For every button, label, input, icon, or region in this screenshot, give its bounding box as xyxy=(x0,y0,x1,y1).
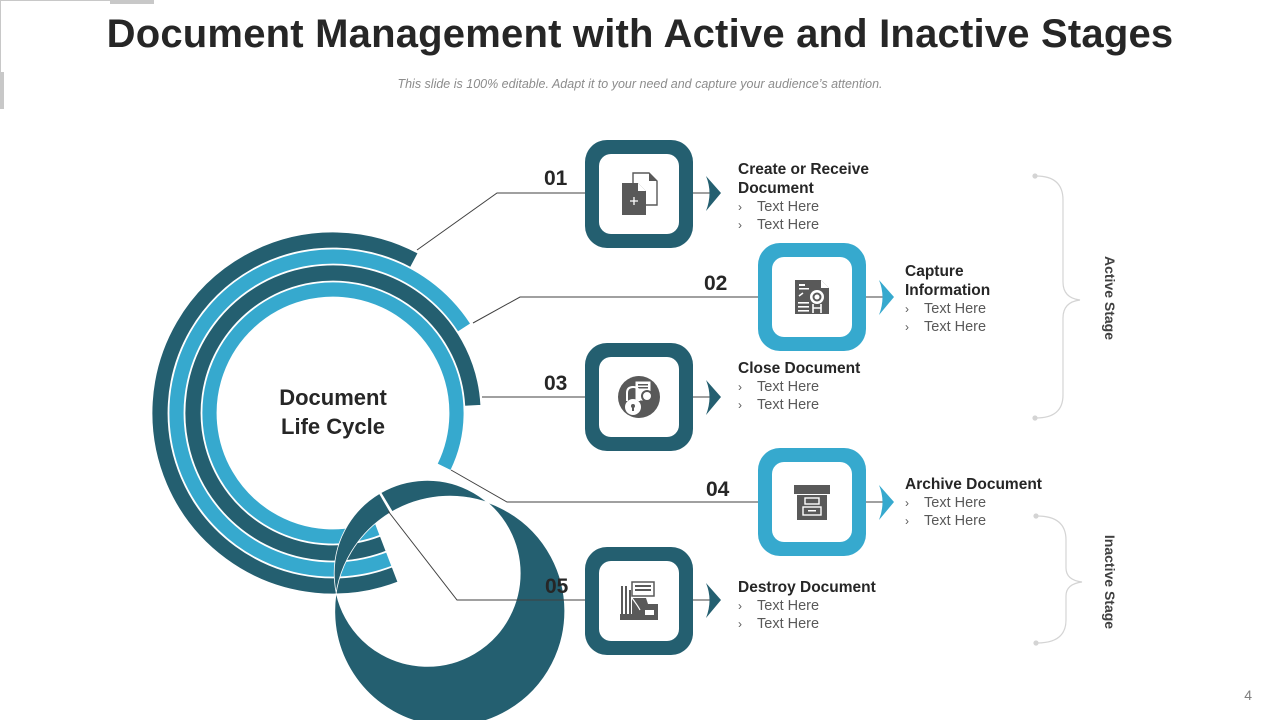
arrow-head-05 xyxy=(706,583,721,618)
step-box-01 xyxy=(585,140,693,248)
bullet-chevron-icon: › xyxy=(738,617,742,631)
step-box-03 xyxy=(585,343,693,451)
inactive-stage-brace-dot-bottom xyxy=(1033,640,1039,646)
corner-decoration-top-line xyxy=(0,0,110,1)
inactive-stage-brace xyxy=(1036,515,1083,644)
bullet-chevron-icon: › xyxy=(738,380,742,394)
slide-subtitle: This slide is 100% editable. Adapt it to… xyxy=(397,77,883,91)
connector-lines xyxy=(387,192,758,601)
corner-decoration-left-line xyxy=(0,0,1,72)
center-label-line1: Document xyxy=(279,385,387,410)
step-bullet: ›Text Here xyxy=(738,217,820,233)
step-bullet: ›Text Here xyxy=(905,301,987,317)
corner-decoration-left-block xyxy=(0,72,4,109)
step-bullet: ›Text Here xyxy=(738,598,820,614)
bullet-chevron-icon: › xyxy=(738,398,742,412)
ring-inner-05 xyxy=(333,479,566,720)
step-text-02: Capture Information ›Text Here ›Text Her… xyxy=(905,262,990,336)
step-box-02 xyxy=(758,243,866,351)
step-bullet: ›Text Here xyxy=(905,513,987,529)
active-stage-label: Active Stage xyxy=(1102,255,1118,341)
active-stage-brace-dot-bottom xyxy=(1032,415,1038,421)
step-title-01: Create or Receive Document xyxy=(738,161,869,197)
bullet-chevron-icon: › xyxy=(738,200,742,214)
step-text-04: Archive Document ›Text Here ›Text Here xyxy=(905,475,1042,530)
locked-document-icon xyxy=(618,376,660,418)
step-title-05: Destroy Document xyxy=(738,579,876,596)
inactive-stage-brace-dot-top xyxy=(1033,513,1039,519)
connector-line-01 xyxy=(416,192,585,251)
add-document-icon xyxy=(622,172,658,215)
step-title-03: Close Document xyxy=(738,360,861,377)
step-text-05: Destroy Document ›Text Here ›Text Here xyxy=(738,578,876,633)
step-bullet: ›Text Here xyxy=(738,199,820,215)
bullet-chevron-icon: › xyxy=(905,320,909,334)
step-number-05: 05 xyxy=(545,575,569,598)
active-stage-brace xyxy=(1035,175,1081,419)
corner-decoration-top-block xyxy=(110,0,154,4)
step-bullet: ›Text Here xyxy=(738,397,820,413)
bullet-chevron-icon: › xyxy=(738,218,742,232)
step-arrows xyxy=(693,176,894,618)
connector-line-02 xyxy=(472,296,758,324)
step-box-04 xyxy=(758,448,866,556)
step-text-03: Close Document ›Text Here ›Text Here xyxy=(738,359,860,414)
step-bullet: ›Text Here xyxy=(905,495,987,511)
inactive-stage-label: Inactive Stage xyxy=(1102,534,1118,630)
center-label: Document Life Cycle xyxy=(243,383,423,441)
certificate-document-icon xyxy=(795,280,829,314)
arrow-head-01 xyxy=(706,176,721,211)
ring-03 xyxy=(184,264,482,562)
slide-title: Document Management with Active and Inac… xyxy=(106,12,1174,56)
step-bullet: ›Text Here xyxy=(905,319,987,335)
step-text-01: Create or Receive Document ›Text Here ›T… xyxy=(738,160,869,234)
step-number-02: 02 xyxy=(704,272,728,295)
connector-line-05 xyxy=(387,510,585,601)
bullet-chevron-icon: › xyxy=(905,302,909,316)
arrow-head-02 xyxy=(879,280,894,315)
step-number-04: 04 xyxy=(706,478,730,501)
step-title-02: Capture Information xyxy=(905,263,991,299)
step-bullet: ›Text Here xyxy=(738,379,820,395)
shredder-icon xyxy=(620,581,658,620)
bullet-chevron-icon: › xyxy=(905,496,909,510)
arrow-head-04 xyxy=(879,485,894,520)
arrow-head-03 xyxy=(706,380,721,415)
page-number: 4 xyxy=(1244,687,1252,703)
ring-02 xyxy=(168,248,472,578)
ring-04 xyxy=(201,281,465,545)
active-stage-brace-dot-top xyxy=(1032,173,1038,179)
life-cycle-rings xyxy=(151,231,566,720)
center-label-line2: Life Cycle xyxy=(281,414,385,439)
ring-outer-01 xyxy=(151,231,419,595)
connector-line-04 xyxy=(450,469,758,503)
step-number-01: 01 xyxy=(544,167,568,190)
step-title-04: Archive Document xyxy=(905,476,1042,493)
archive-box-icon xyxy=(794,485,830,520)
step-box-05 xyxy=(585,547,693,655)
step-number-03: 03 xyxy=(544,372,568,395)
bullet-chevron-icon: › xyxy=(738,599,742,613)
bullet-chevron-icon: › xyxy=(905,514,909,528)
step-bullet: ›Text Here xyxy=(738,616,820,632)
